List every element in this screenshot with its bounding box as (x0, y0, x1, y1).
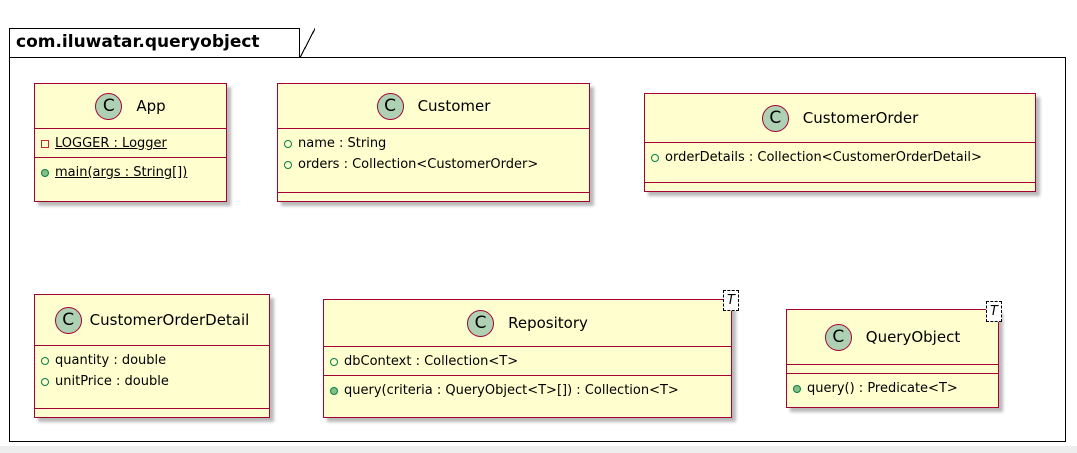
type-parameter-box: T (986, 301, 1002, 322)
type-parameter-box: T (723, 290, 739, 311)
method-row: main(args : String[]) (41, 162, 220, 183)
class-stereotype-icon: C (54, 306, 82, 334)
field-text: name : String (298, 136, 387, 151)
class-stereotype-icon: C (95, 92, 123, 120)
class-name: QueryObject (865, 328, 961, 346)
public-method-icon (330, 386, 338, 395)
field-row: orders : Collection<CustomerOrder> (284, 154, 583, 175)
class-name: App (136, 97, 166, 115)
methods-compartment (278, 192, 589, 193)
fields-compartment: orderDetails : Collection<CustomerOrderD… (645, 142, 1035, 171)
methods-compartment: query() : Predicate<T> (787, 373, 998, 402)
class-name: Customer (417, 97, 491, 115)
class-header: C CustomerOrder (645, 94, 1035, 142)
class-customer-order[interactable]: C CustomerOrder orderDetails : Collectio… (644, 93, 1036, 192)
field-row: quantity : double (41, 350, 263, 371)
methods-compartment: query(criteria : QueryObject<T>[]) : Col… (324, 375, 731, 404)
class-header: C QueryObject (787, 310, 998, 364)
methods-compartment (645, 182, 1035, 183)
class-customer-order-detail[interactable]: C CustomerOrderDetail quantity : double … (34, 294, 270, 418)
field-row: LOGGER : Logger (41, 133, 220, 154)
class-header: C Repository (324, 300, 731, 346)
class-header: C Customer (278, 84, 589, 128)
method-text: query(criteria : QueryObject<T>[]) : Col… (344, 383, 679, 398)
public-field-icon (41, 356, 49, 365)
method-row: query() : Predicate<T> (793, 378, 992, 399)
class-stereotype-icon: C (376, 92, 404, 120)
package-name: com.iluwatar.queryobject (16, 32, 260, 52)
public-field-icon (284, 139, 292, 148)
fields-compartment: dbContext : Collection<T> (324, 346, 731, 375)
class-stereotype-icon: C (467, 309, 495, 337)
field-row: unitPrice : double (41, 371, 263, 392)
class-stereotype-icon: C (761, 104, 789, 132)
public-method-icon (41, 168, 49, 177)
method-text: main(args : String[]) (55, 165, 188, 180)
bottom-scroll-edge (0, 446, 1077, 453)
class-name: CustomerOrder (802, 109, 919, 127)
public-field-icon (41, 377, 49, 386)
fields-compartment: name : String orders : Collection<Custom… (278, 128, 589, 178)
field-row: name : String (284, 133, 583, 154)
fields-compartment (787, 364, 998, 373)
public-method-icon (793, 384, 801, 393)
class-name: CustomerOrderDetail (89, 311, 250, 329)
class-stereotype-icon: C (824, 323, 852, 351)
private-field-icon (41, 139, 49, 148)
method-row: query(criteria : QueryObject<T>[]) : Col… (330, 380, 725, 401)
class-customer[interactable]: C Customer name : String orders : Collec… (277, 83, 590, 202)
field-text: dbContext : Collection<T> (344, 354, 519, 369)
package-tab: com.iluwatar.queryobject (9, 27, 315, 59)
method-text: query() : Predicate<T> (807, 381, 958, 396)
field-row: dbContext : Collection<T> (330, 351, 725, 372)
class-header: C CustomerOrderDetail (35, 295, 269, 345)
class-app[interactable]: C App LOGGER : Logger main(args : String… (34, 83, 227, 202)
class-header: C App (35, 84, 226, 128)
fields-compartment: LOGGER : Logger (35, 128, 226, 157)
fields-compartment: quantity : double unitPrice : double (35, 345, 269, 395)
field-text: LOGGER : Logger (55, 136, 167, 151)
public-field-icon (284, 160, 292, 169)
field-row: orderDetails : Collection<CustomerOrderD… (651, 147, 1029, 168)
class-query-object[interactable]: C QueryObject query() : Predicate<T> (786, 309, 999, 408)
field-text: orders : Collection<CustomerOrder> (298, 157, 539, 172)
field-text: quantity : double (55, 353, 167, 368)
public-field-icon (330, 357, 338, 366)
class-name: Repository (508, 314, 588, 332)
field-text: unitPrice : double (55, 374, 169, 389)
field-text: orderDetails : Collection<CustomerOrderD… (665, 150, 982, 165)
methods-compartment: main(args : String[]) (35, 157, 226, 186)
class-repository[interactable]: C Repository dbContext : Collection<T> q… (323, 299, 732, 418)
public-field-icon (651, 153, 659, 162)
methods-compartment (35, 408, 269, 409)
